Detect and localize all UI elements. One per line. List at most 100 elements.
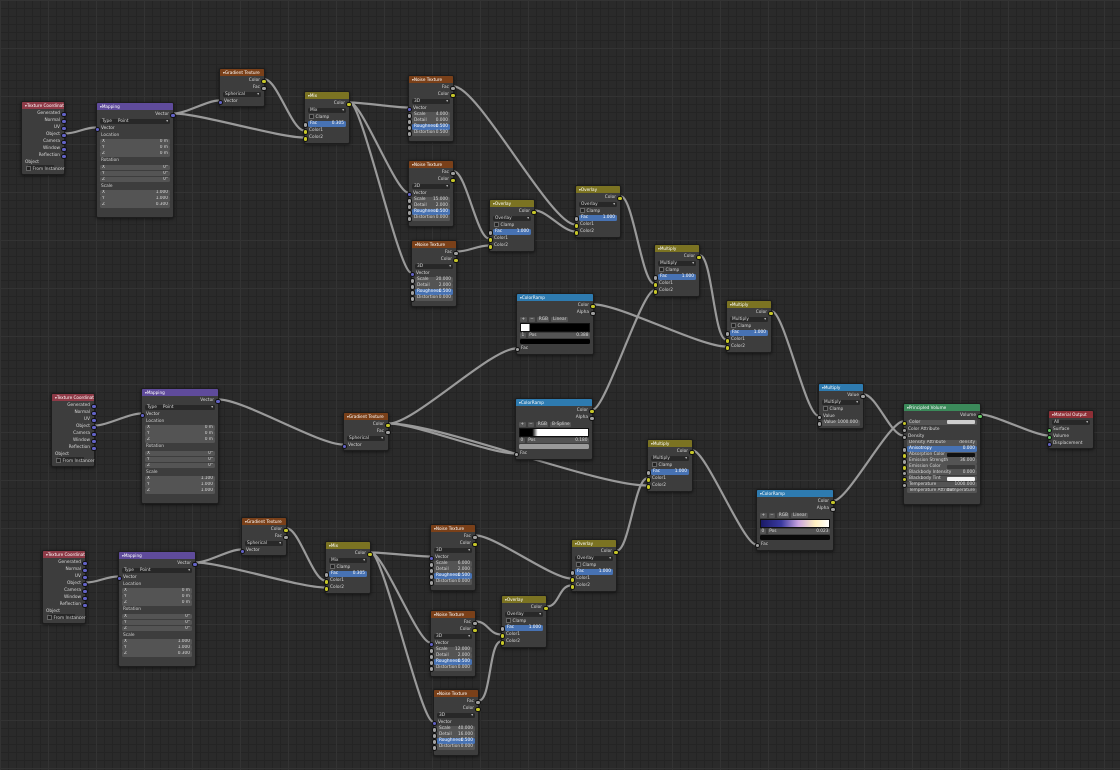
node-header[interactable]: Texture Coordinate bbox=[43, 551, 85, 558]
input-socket[interactable] bbox=[409, 278, 415, 284]
input-socket[interactable] bbox=[724, 345, 730, 351]
node-mapping[interactable]: MappingVectorTypePointVectorLocationX0 m… bbox=[139, 388, 221, 504]
output-socket[interactable] bbox=[61, 147, 67, 153]
output-socket[interactable] bbox=[283, 535, 289, 541]
node-noise-texture[interactable]: Noise TextureFacColor3DVectorScale15.000… bbox=[406, 160, 456, 227]
node-noise-texture[interactable]: Noise TextureFacColor3DVectorScale4.000D… bbox=[406, 75, 456, 142]
node-mapping[interactable]: MappingVectorTypePointVectorLocationX0 m… bbox=[116, 551, 198, 667]
output-socket[interactable] bbox=[475, 707, 481, 713]
dropdown-multiply[interactable]: Multiply bbox=[730, 316, 768, 322]
input-socket[interactable] bbox=[431, 733, 437, 739]
color-swatch[interactable] bbox=[947, 476, 975, 481]
output-socket[interactable] bbox=[192, 562, 198, 568]
input-socket[interactable] bbox=[901, 483, 907, 489]
output-socket[interactable] bbox=[472, 542, 478, 548]
input-socket[interactable] bbox=[406, 204, 412, 210]
output-socket[interactable] bbox=[61, 119, 67, 125]
output-socket[interactable] bbox=[91, 439, 97, 445]
input-socket[interactable] bbox=[431, 720, 437, 726]
input-socket[interactable] bbox=[428, 641, 434, 647]
output-socket[interactable] bbox=[617, 196, 623, 202]
input-socket[interactable] bbox=[645, 484, 651, 490]
output-socket[interactable] bbox=[453, 251, 459, 257]
input-socket[interactable] bbox=[406, 198, 412, 204]
remove-stop-button[interactable]: − bbox=[528, 316, 536, 322]
node-header[interactable]: Noise Texture bbox=[434, 690, 478, 697]
input-socket[interactable] bbox=[409, 284, 415, 290]
node-header[interactable]: Texture Coordinate bbox=[22, 102, 64, 109]
dropdown-3d[interactable]: 3D bbox=[434, 633, 472, 639]
input-socket[interactable] bbox=[431, 745, 437, 751]
input-socket[interactable] bbox=[901, 465, 907, 471]
field-blackbody-tint[interactable]: Blackbody Tint bbox=[901, 476, 977, 483]
node-header[interactable]: Mapping bbox=[97, 103, 173, 110]
dropdown-multiply[interactable]: Multiply bbox=[822, 399, 860, 405]
node-header[interactable]: Noise Texture bbox=[431, 611, 475, 618]
field-color[interactable]: Color bbox=[901, 419, 977, 426]
output-socket[interactable] bbox=[346, 102, 352, 108]
output-socket[interactable] bbox=[450, 93, 456, 99]
dropdown-multiply[interactable]: Multiply bbox=[658, 260, 696, 266]
output-socket[interactable] bbox=[61, 133, 67, 139]
input-socket[interactable] bbox=[406, 113, 412, 119]
stop-position-field[interactable]: Pos 0.023 bbox=[767, 529, 830, 535]
input-socket[interactable] bbox=[406, 125, 412, 131]
checkbox-clamp[interactable]: Clamp bbox=[572, 562, 616, 569]
object-field[interactable]: Object bbox=[25, 160, 61, 170]
node-header[interactable]: Gradient Texture bbox=[220, 69, 264, 76]
add-stop-button[interactable]: + bbox=[520, 316, 527, 322]
input-socket[interactable] bbox=[514, 346, 520, 352]
node-header[interactable]: Mix bbox=[305, 92, 349, 99]
dropdown-spherical[interactable]: Spherical bbox=[245, 540, 283, 546]
input-socket[interactable] bbox=[901, 471, 907, 477]
input-socket[interactable] bbox=[569, 577, 575, 583]
output-socket[interactable] bbox=[613, 550, 619, 556]
node-gradient-texture[interactable]: Gradient TextureColorFacSphericalVector bbox=[217, 68, 267, 107]
input-socket[interactable] bbox=[406, 216, 412, 222]
interpolation-dropdown[interactable]: B-Spline bbox=[550, 421, 572, 427]
output-socket[interactable] bbox=[261, 86, 267, 92]
node-header[interactable]: Noise Texture bbox=[431, 525, 475, 532]
color-ramp-bar[interactable] bbox=[519, 427, 589, 437]
output-socket[interactable] bbox=[82, 568, 88, 574]
input-socket[interactable] bbox=[499, 640, 505, 646]
output-socket[interactable] bbox=[830, 500, 836, 506]
node-header[interactable]: Mix bbox=[326, 542, 370, 549]
output-socket[interactable] bbox=[453, 258, 459, 264]
color-swatch[interactable] bbox=[947, 452, 975, 457]
input-socket[interactable] bbox=[428, 666, 434, 672]
node-texture-coordinate[interactable]: Texture CoordinateGeneratedNormalUVObjec… bbox=[21, 101, 67, 175]
input-socket[interactable] bbox=[409, 271, 415, 277]
node-gradient-texture[interactable]: Gradient TextureColorFacSphericalVector bbox=[239, 517, 289, 556]
stop-position-field[interactable]: Pos 0.180 bbox=[526, 438, 589, 444]
input-socket[interactable] bbox=[901, 447, 907, 453]
input-socket[interactable] bbox=[406, 210, 412, 216]
node-header[interactable]: Noise Texture bbox=[412, 241, 456, 248]
stop-color-swatch[interactable] bbox=[520, 338, 590, 344]
output-socket[interactable] bbox=[450, 178, 456, 184]
node-noise-texture[interactable]: Noise TextureFacColor3DVectorScale6.000D… bbox=[428, 524, 478, 591]
